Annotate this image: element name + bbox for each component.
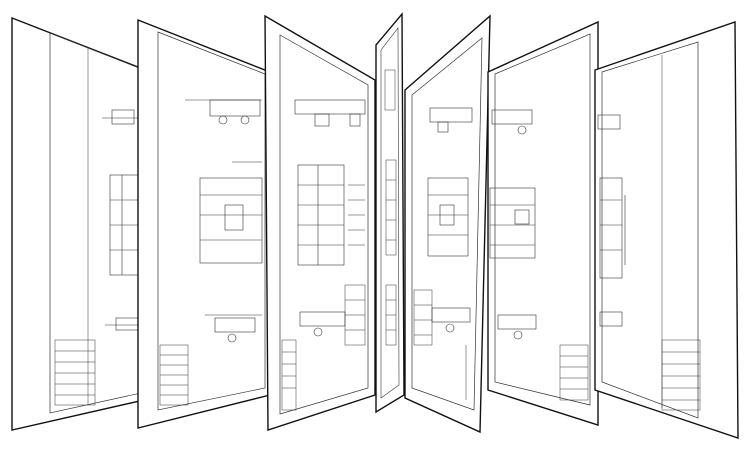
sheet-right-5 [404,14,491,434]
sheet-left-3 [264,14,376,431]
sheet-left-2 [137,18,271,429]
sheet-right-6 [487,20,599,426]
sheet-far-right [594,21,739,439]
sheet-center [375,12,405,414]
